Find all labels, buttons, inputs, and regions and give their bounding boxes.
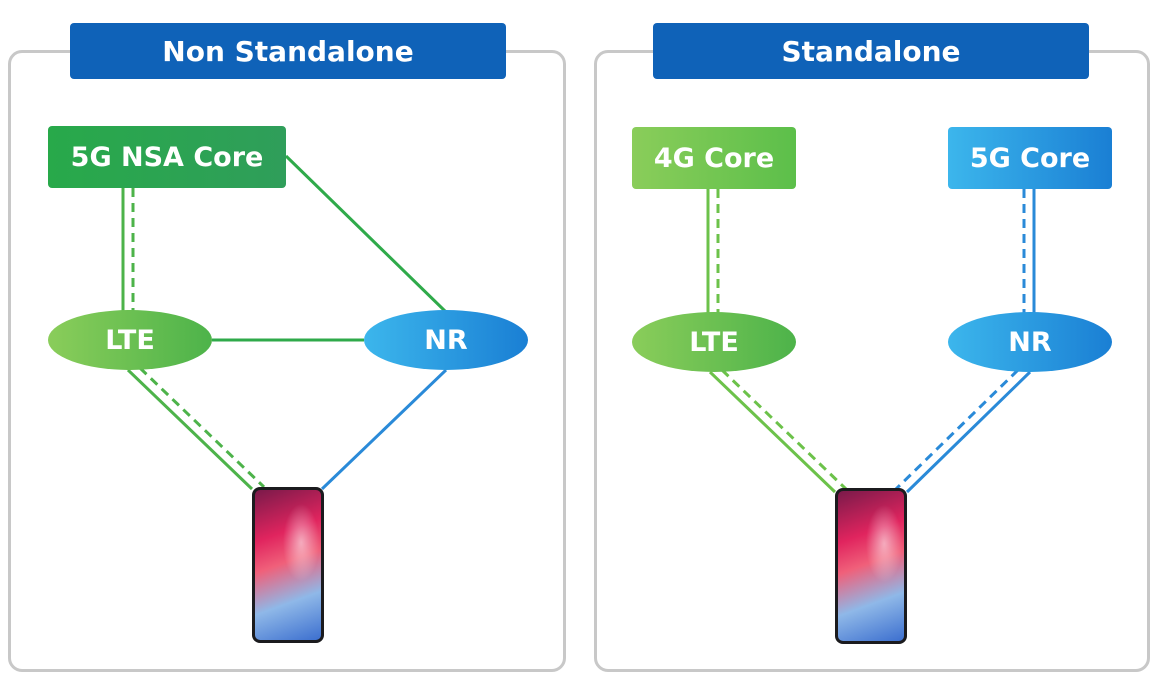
lte-node-sa: LTE bbox=[632, 312, 796, 372]
phone-screen bbox=[255, 490, 321, 640]
lte-node-nsa: LTE bbox=[48, 310, 212, 370]
5g-core-box: 5G Core bbox=[948, 127, 1112, 189]
smartphone-icon bbox=[835, 488, 907, 644]
phone-screen bbox=[838, 491, 904, 641]
nr-node-nsa: NR bbox=[364, 310, 528, 370]
link-sa-lte-phone-solid bbox=[708, 370, 837, 494]
link-sa-nr-phone-dashed bbox=[893, 368, 1020, 492]
link-nr-phone bbox=[320, 368, 448, 491]
smartphone-icon bbox=[252, 487, 324, 643]
4g-core-box: 4G Core bbox=[632, 127, 796, 189]
5g-nsa-core-box: 5G NSA Core bbox=[48, 126, 286, 188]
link-sa-nr-phone-solid bbox=[905, 370, 1032, 494]
nr-node-sa: NR bbox=[948, 312, 1112, 372]
link-lte-phone-dashed bbox=[138, 366, 266, 489]
non-standalone-title: Non Standalone bbox=[70, 23, 506, 79]
link-nsa-core-nr bbox=[284, 154, 448, 314]
link-lte-phone-solid bbox=[126, 368, 254, 491]
link-sa-lte-phone-dashed bbox=[720, 368, 849, 492]
standalone-title: Standalone bbox=[653, 23, 1089, 79]
